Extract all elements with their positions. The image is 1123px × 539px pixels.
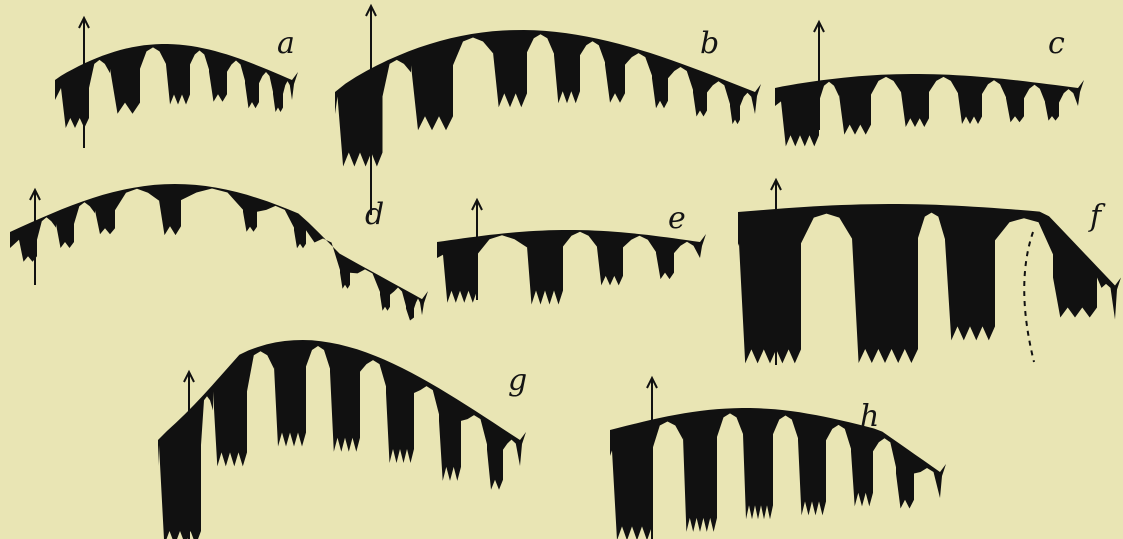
panel-label-h: h [860,399,879,434]
panel-label-b: b [700,26,719,61]
panel-label-f: f [1088,199,1106,234]
suture-shape-c [775,74,1084,146]
suture-shape-b [335,30,761,167]
dashed-guide-line-f [1024,232,1034,362]
suture-shape-g [158,340,526,539]
suture-shape-f [738,204,1121,363]
suture-shape-h [610,408,946,539]
panel-label-d: d [365,197,384,232]
panel-label-a: a [277,26,295,61]
suture-shape-a [55,44,298,128]
panel-label-c: c [1048,26,1065,61]
suture-shapes [10,30,1121,539]
panel-label-g: g [508,363,527,398]
panel-label-e: e [668,201,686,236]
